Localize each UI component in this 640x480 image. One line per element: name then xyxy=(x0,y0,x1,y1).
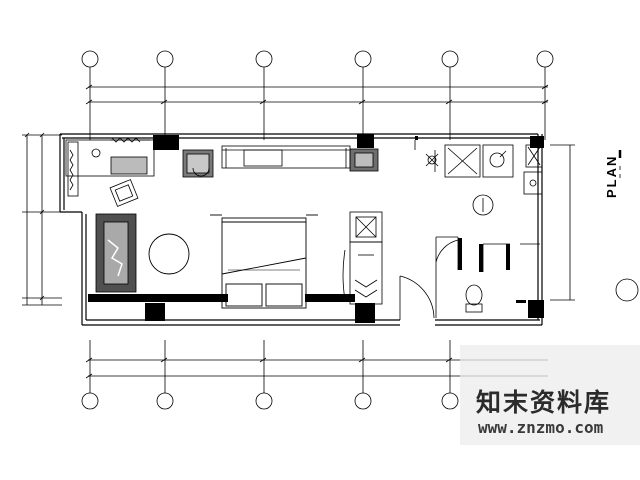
top-grid-axes xyxy=(81,50,554,140)
toilet-icon xyxy=(465,284,483,313)
right-dimension-lines xyxy=(550,144,575,301)
bed xyxy=(210,214,318,309)
decor-panels xyxy=(95,148,379,293)
structural-columns xyxy=(88,134,544,323)
wardrobe xyxy=(342,211,383,305)
watermark-site-name: 知末资料库 xyxy=(476,388,612,417)
grid-bubble-top-5 xyxy=(441,50,459,140)
left-dimension-lines xyxy=(22,132,62,306)
bathroom xyxy=(434,144,543,318)
tv-console xyxy=(192,145,351,177)
grid-bubble-top-4 xyxy=(354,50,372,140)
desk-cabinet xyxy=(65,137,155,207)
grid-bubble-top-6 xyxy=(536,50,554,140)
watermark-url: www.znzmo.com xyxy=(478,418,604,437)
grid-bubble-top-2 xyxy=(156,50,174,140)
entry-door xyxy=(399,275,435,320)
grid-bubble-top-1 xyxy=(81,50,99,140)
grid-bubble-bottom-4 xyxy=(354,340,372,410)
grid-bubble-top-3 xyxy=(255,50,273,140)
grid-bubble-bottom-2 xyxy=(156,340,174,410)
plan-title: PLAN xyxy=(604,154,619,198)
round-table xyxy=(148,233,190,275)
scale-marker xyxy=(615,150,639,302)
watermark-background xyxy=(460,345,640,445)
grid-bubble-bottom-3 xyxy=(255,340,273,410)
exterior-walls xyxy=(59,133,543,326)
desk-chair xyxy=(109,179,139,207)
ceiling-light-icon xyxy=(414,140,439,167)
top-dimension-lines xyxy=(85,84,549,105)
grid-bubble-bottom-1 xyxy=(81,340,99,410)
grid-bubble-bottom-5 xyxy=(441,340,459,410)
